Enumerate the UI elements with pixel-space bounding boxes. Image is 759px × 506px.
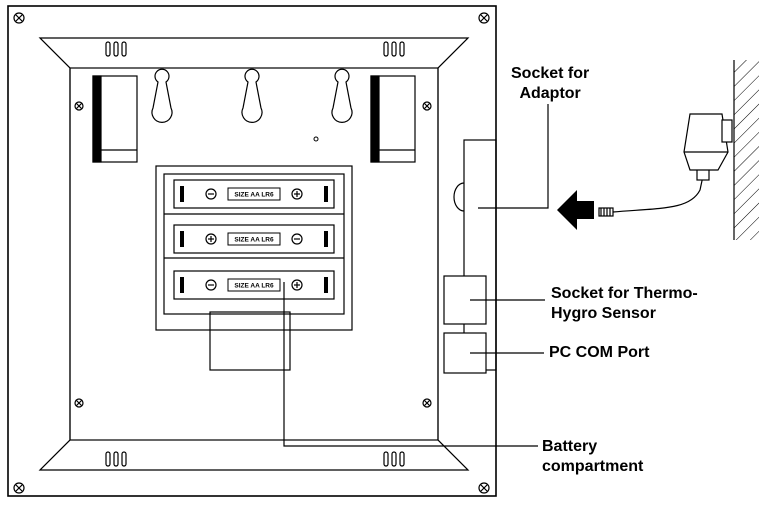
stand-left bbox=[92, 75, 138, 163]
vent-bottom-left bbox=[105, 451, 127, 467]
battery-size-label: SIZE AA LR6 bbox=[234, 192, 274, 199]
minus-icon bbox=[205, 279, 217, 291]
battery-size-box bbox=[227, 232, 281, 246]
battery-size-label: SIZE AA LR6 bbox=[234, 237, 274, 244]
vent-top-left bbox=[105, 41, 127, 57]
battery-slot: SIZE AA LR6 bbox=[173, 270, 335, 300]
battery-contact bbox=[324, 231, 328, 247]
battery-contact bbox=[180, 231, 184, 247]
battery-cell-outline bbox=[173, 270, 335, 300]
label-adaptor-line2: Adaptor bbox=[519, 85, 581, 102]
label-battery-line2: compartment bbox=[542, 458, 644, 475]
plus-icon bbox=[291, 188, 303, 200]
reset-hole bbox=[313, 136, 319, 142]
screw-icon bbox=[13, 12, 490, 494]
power-adaptor-icon bbox=[598, 113, 733, 217]
battery-cell-outline bbox=[173, 179, 335, 209]
battery-contact bbox=[180, 186, 184, 202]
label-pc-com-port: PC COM Port bbox=[549, 343, 649, 363]
battery-size-box bbox=[227, 187, 281, 201]
wall bbox=[734, 60, 759, 240]
battery-size-box bbox=[227, 278, 281, 292]
plus-icon bbox=[291, 279, 303, 291]
label-adaptor-socket: Socket for Adaptor bbox=[511, 64, 589, 104]
adaptor-socket bbox=[453, 182, 465, 212]
device-housing bbox=[7, 5, 497, 497]
plus-icon bbox=[205, 233, 217, 245]
battery-size-label: SIZE AA LR6 bbox=[234, 283, 274, 290]
battery-contact bbox=[180, 277, 184, 293]
battery-compartment bbox=[155, 165, 353, 371]
battery-contact bbox=[324, 186, 328, 202]
vent-top-right bbox=[383, 41, 405, 57]
minus-icon bbox=[291, 233, 303, 245]
battery-slot: SIZE AA LR6 bbox=[173, 179, 335, 209]
label-battery-compartment: Battery compartment bbox=[542, 437, 643, 477]
battery-contact bbox=[324, 277, 328, 293]
arrow-left-icon bbox=[557, 190, 594, 230]
label-pc-com-line1: PC COM Port bbox=[549, 344, 650, 361]
vent-bottom-right bbox=[383, 451, 405, 467]
leader-lines bbox=[283, 104, 549, 447]
label-adaptor-line1: Socket for bbox=[511, 65, 590, 82]
inner-panel bbox=[69, 67, 439, 441]
stand-right bbox=[370, 75, 416, 163]
label-sensor-line1: Socket for Thermo- bbox=[551, 285, 698, 302]
label-sensor-socket: Socket for Thermo- Hygro Sensor bbox=[551, 284, 698, 324]
battery-slot: SIZE AA LR6 bbox=[173, 224, 335, 254]
minus-icon bbox=[205, 188, 217, 200]
back-panel bbox=[38, 37, 470, 471]
battery-cell-outline bbox=[173, 224, 335, 254]
wall-hanger-holes bbox=[151, 68, 353, 123]
label-battery-line1: Battery bbox=[542, 438, 598, 455]
label-sensor-line2: Hygro Sensor bbox=[551, 305, 656, 322]
